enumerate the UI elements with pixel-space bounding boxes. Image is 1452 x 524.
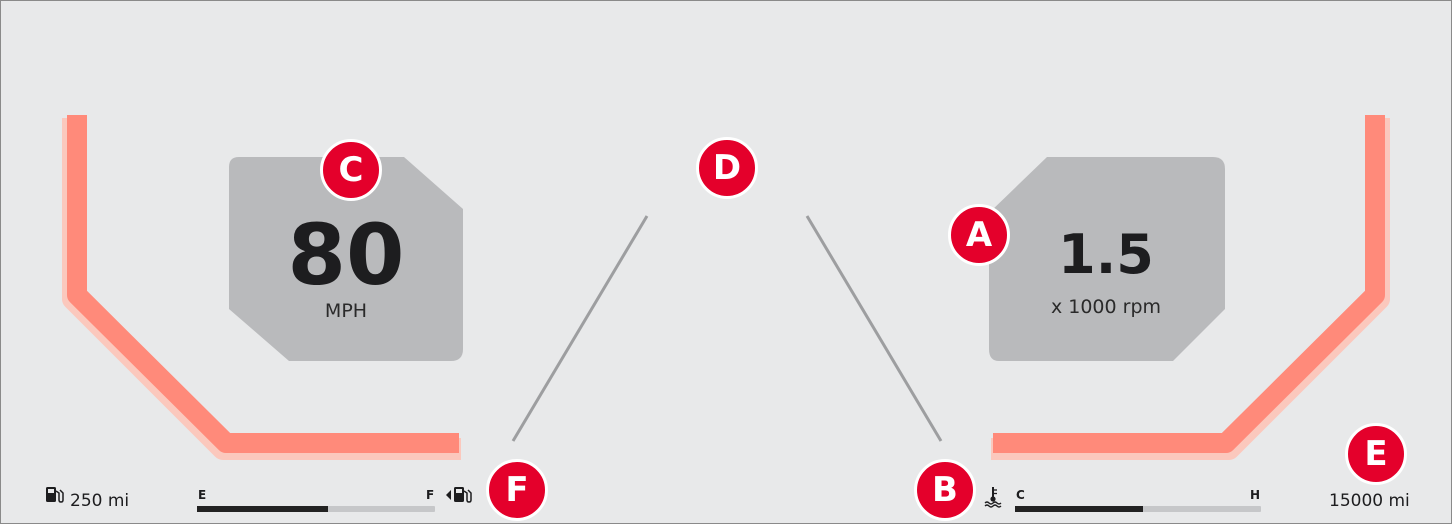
fuel-empty-label: E [198,488,207,502]
fuel-range: 250 mi [70,491,130,511]
coolant-temperature-icon [984,487,1002,508]
left-divider-line [511,215,649,442]
callout-c: C [320,139,382,201]
speed-readout-box [229,157,463,361]
fuel-full-label: F [426,488,435,502]
speed-value: 80 [287,206,405,304]
fuel-gauge-bar [197,506,435,512]
fuel-pump-icon [46,487,64,503]
odometer: 15000 mi [1329,491,1410,511]
left-gauge-arc [67,115,459,453]
speed-unit: MPH [324,300,368,322]
temp-hot-label: H [1250,488,1261,502]
callout-f: F [486,459,548,521]
callout-d: D [696,137,758,199]
right-gauge-arc [993,115,1385,453]
fuel-gauge-fill [197,506,328,512]
rpm-readout-box [989,157,1225,361]
rpm-value: 1.5 [1058,223,1154,286]
temperature-gauge-bar [1015,506,1261,512]
rpm-unit: x 1000 rpm [1050,296,1162,318]
callout-b: B [914,459,976,521]
callout-a: A [948,204,1010,266]
callout-e: E [1345,423,1407,485]
temp-cold-label: C [1016,488,1025,502]
fuel-door-side-icon [446,487,472,503]
right-divider-line [805,215,943,442]
temperature-gauge-fill [1015,506,1143,512]
